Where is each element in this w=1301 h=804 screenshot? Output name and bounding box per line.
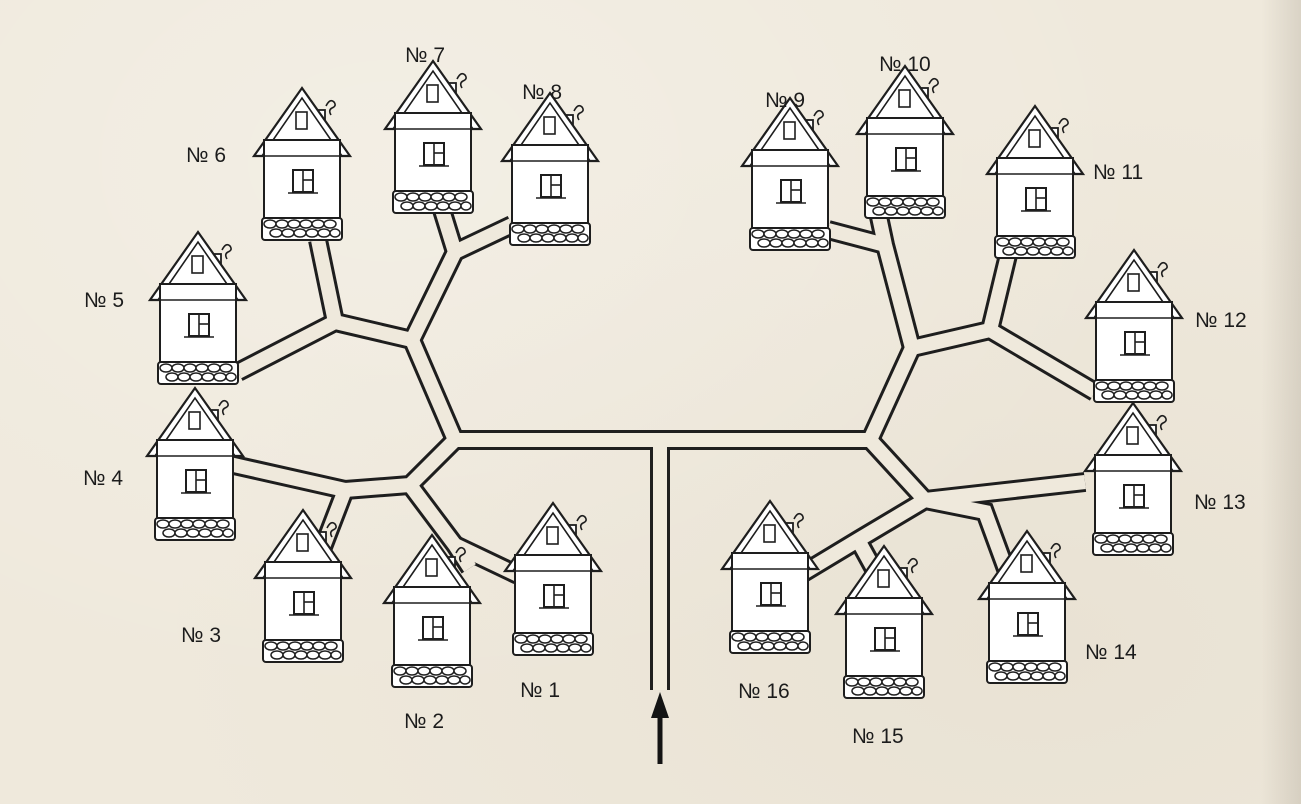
house-label-8: № 8 <box>522 81 562 104</box>
road-network <box>222 207 1101 690</box>
house-icon <box>500 91 600 247</box>
house-label-10: № 10 <box>879 53 931 76</box>
house-icon <box>855 64 955 220</box>
house-icon <box>985 104 1085 260</box>
road-segment-fill <box>986 323 1099 399</box>
house-label-5: № 5 <box>84 289 124 312</box>
road-segment-fill <box>826 223 887 252</box>
house-icon <box>503 501 603 657</box>
house-icon <box>252 86 352 242</box>
house-label-15: № 15 <box>852 725 904 748</box>
house-icon <box>740 96 840 252</box>
house-icon <box>1083 401 1183 557</box>
house-label-3: № 3 <box>181 624 221 647</box>
house-labels: № 1 № 2 № 3 № 4 № 5 № 6 № 7 № 8 № 9 № 10… <box>83 44 1247 748</box>
road-segment-fill <box>923 493 1017 583</box>
road-segment-fill <box>452 218 515 259</box>
road-segment-fill <box>864 435 931 505</box>
road-segment-fill <box>405 337 462 443</box>
house-icon <box>148 230 248 386</box>
house-label-6: № 6 <box>186 144 226 167</box>
road-segment-fill <box>863 345 919 443</box>
house-label-2: № 2 <box>404 710 444 733</box>
road-segment-fill <box>223 456 347 497</box>
house-label-12: № 12 <box>1195 309 1247 332</box>
house-label-1: № 1 <box>520 679 560 702</box>
house-label-9: № 9 <box>765 89 805 112</box>
road-segment-fill <box>924 475 1086 507</box>
road-segment-fill <box>344 435 460 497</box>
road-segment-fill <box>871 210 919 350</box>
house-icon <box>145 386 245 542</box>
house-label-13: № 13 <box>1194 491 1246 514</box>
house-icon <box>720 499 820 655</box>
house-label-4: № 4 <box>83 467 123 490</box>
arrow-up-icon <box>651 692 669 764</box>
house-label-7: № 7 <box>405 44 445 67</box>
house-icon <box>383 59 483 215</box>
road-segment-fill <box>234 315 339 379</box>
house-label-11: № 11 <box>1093 161 1143 184</box>
house-label-14: № 14 <box>1085 641 1137 664</box>
house-icon <box>1084 248 1184 404</box>
house-label-16: № 16 <box>738 680 790 703</box>
house-icon <box>834 544 934 700</box>
